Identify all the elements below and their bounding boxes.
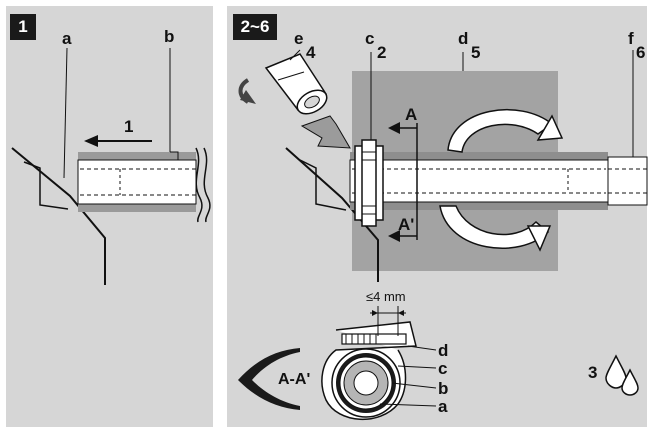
label-b: b (164, 27, 175, 46)
label-step-6: 6 (636, 43, 646, 62)
leader-a (63, 47, 68, 179)
eye-symbol (238, 348, 300, 410)
label-step-2: 2 (377, 43, 387, 62)
label-e: e (294, 29, 304, 48)
label-step-3: 3 (588, 363, 598, 382)
label-f: f (628, 29, 634, 48)
label-gap: ≤4 mm (366, 289, 406, 304)
panel-step-1 (6, 6, 213, 427)
label-a-section: a (438, 397, 448, 416)
leader-e (289, 49, 301, 61)
push-arrow (300, 115, 351, 149)
label-section-view: A-A' (278, 371, 311, 388)
label-step-4: 4 (306, 43, 316, 62)
label-c: c (365, 29, 375, 48)
label-b-section: b (438, 379, 449, 398)
label-d: d (458, 29, 469, 48)
label-c-section: c (438, 359, 448, 378)
badge-step-1: 1 (10, 14, 36, 40)
wall-outline-left (11, 147, 106, 285)
label-section-a: A (405, 105, 418, 124)
label-step-1: 1 (124, 117, 134, 136)
water-drops-icon (605, 354, 627, 389)
label-a: a (62, 29, 72, 48)
label-section-a-prime: A' (398, 215, 415, 234)
extension-pipe (607, 156, 648, 206)
label-d-section: d (438, 341, 449, 360)
label-step-5: 5 (471, 43, 481, 62)
badge-steps-2-6: 2~6 (233, 14, 277, 40)
